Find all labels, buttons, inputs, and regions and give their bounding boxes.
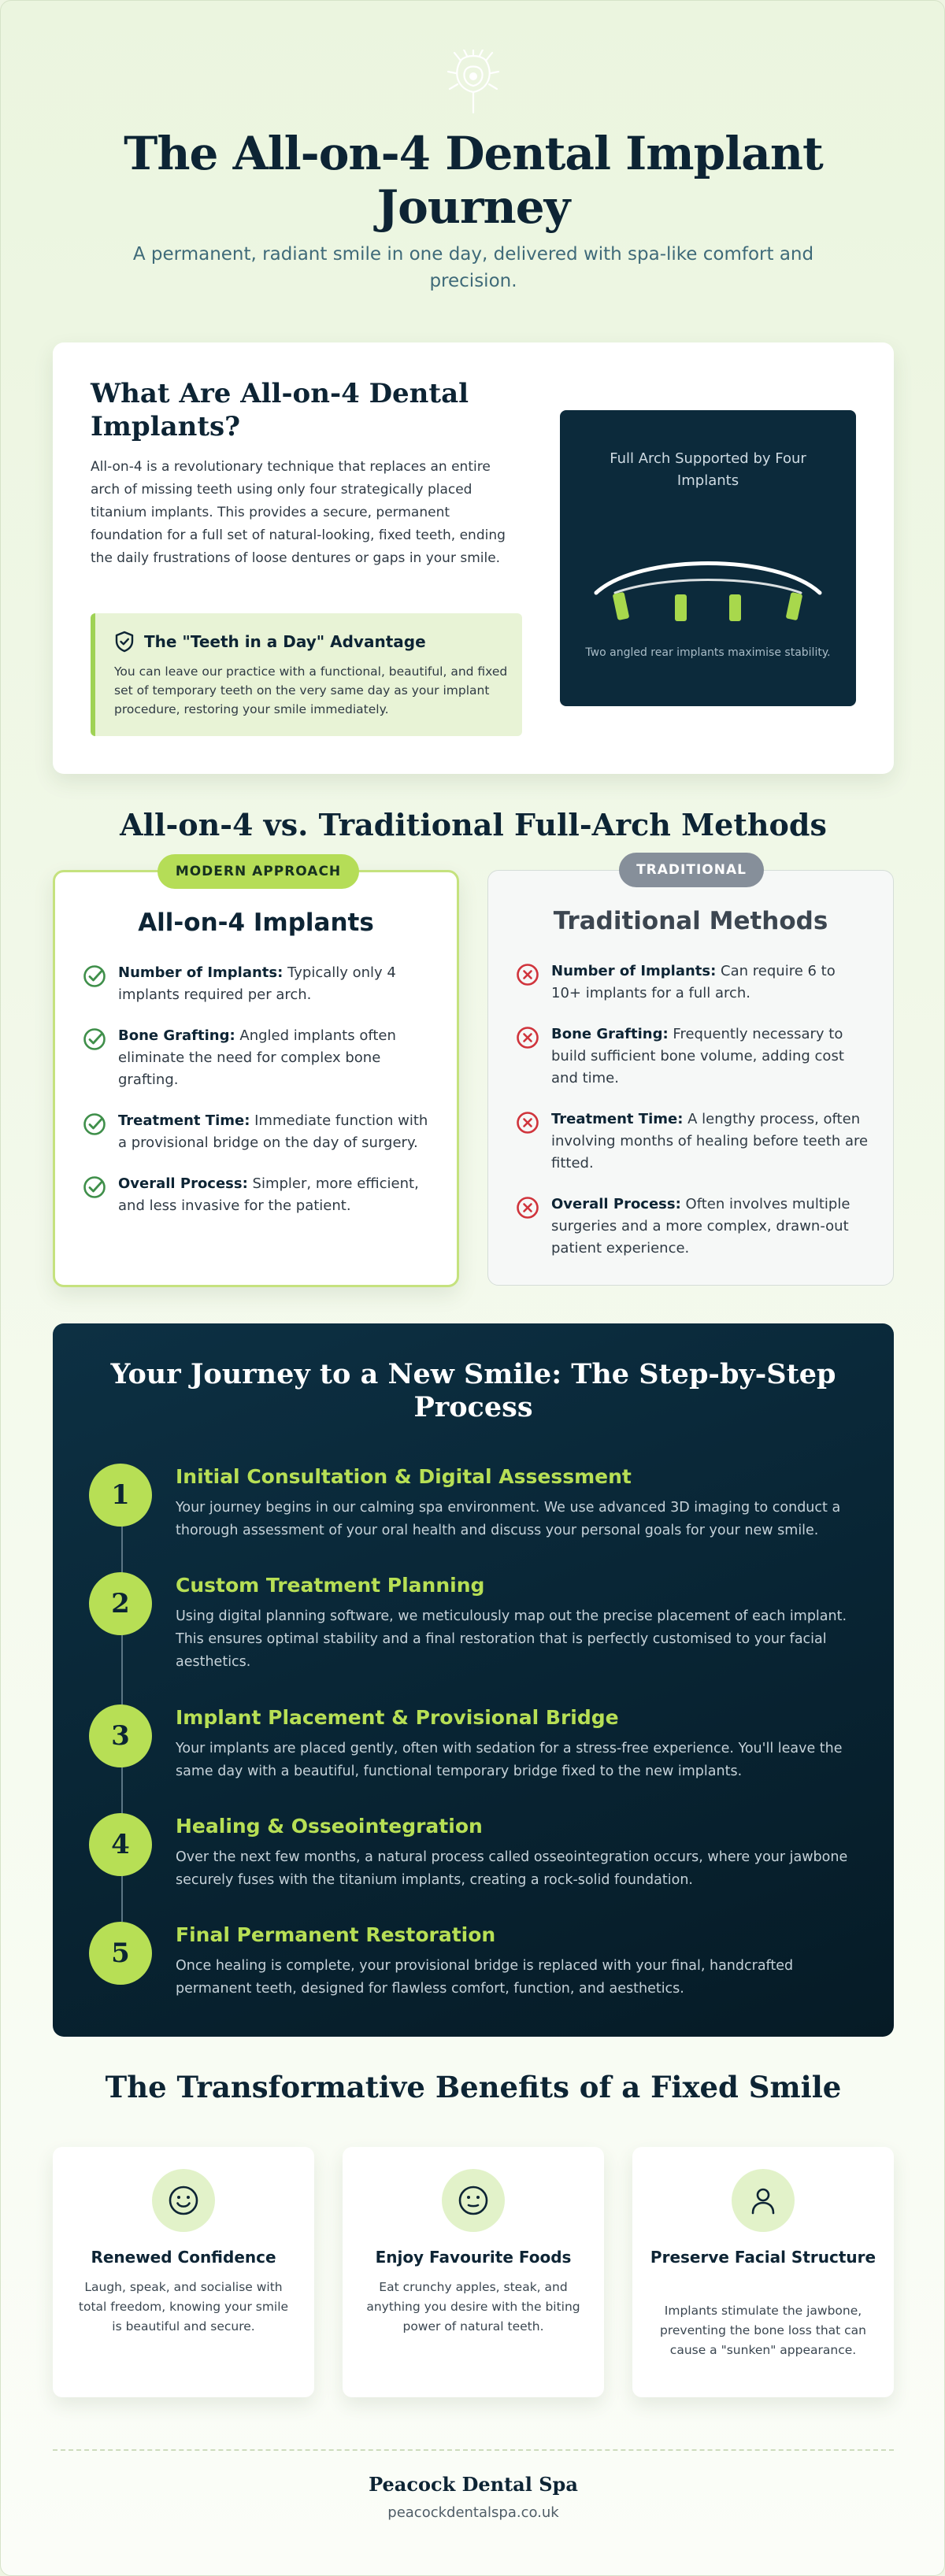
advantage-callout: The "Teeth in a Day" Advantage You can l…: [91, 613, 522, 736]
traditional-item-text: Treatment Time: A lengthy process, often…: [551, 1108, 869, 1175]
modern-item-description: Simpler, more efficient, and less invasi…: [118, 1175, 419, 1214]
x-circle-icon: [517, 1112, 539, 1134]
traditional-item-label: Treatment Time:: [551, 1111, 684, 1127]
x-circle-icon: [517, 964, 539, 986]
check-circle-icon: [83, 1028, 106, 1050]
step-number-badge: 2: [89, 1572, 152, 1635]
traditional-item-text: Overall Process: Often involves multiple…: [551, 1194, 869, 1260]
check-circle-icon: [83, 1113, 106, 1135]
intro-title: What Are All-on-4 Dental Implants?: [91, 378, 469, 442]
benefit-title: Preserve Facial Structure: [650, 2248, 876, 2267]
modern-item-description: Angled implants often eliminate the need…: [118, 1027, 396, 1088]
modern-item-label: Number of Implants:: [118, 964, 284, 981]
benefit-text: Implants stimulate the jawbone, preventi…: [659, 2304, 866, 2357]
traditional-item-description: Frequently necessary to build sufficient…: [551, 1026, 844, 1086]
modern-card-title: All-on-4 Implants: [138, 909, 374, 937]
step-title: Final Permanent Restoration: [176, 1923, 496, 1946]
step-number-badge: 3: [89, 1704, 152, 1767]
traditional-item-description: A lengthy process, often involving month…: [551, 1111, 869, 1171]
modern-item-text: Treatment Time: Immediate function with …: [118, 1110, 436, 1154]
intro-text: All-on-4 is a revolutionary technique th…: [91, 459, 506, 566]
check-circle-icon: [83, 1176, 106, 1198]
modern-item-description: Typically only 4 implants required per a…: [118, 964, 396, 1003]
traditional-item-text: Number of Implants: Can require 6 to 10+…: [551, 960, 869, 1005]
footer-practice-name: Peacock Dental Spa: [369, 2473, 578, 2496]
benefit-icon-circle: [442, 2169, 505, 2232]
meh-face-icon: [458, 2186, 488, 2215]
benefit-text: Laugh, speak, and socialise with total f…: [78, 2280, 289, 2334]
page-subtitle: A permanent, radiant smile in one day, d…: [132, 244, 814, 291]
modern-approach-badge: MODERN APPROACH: [158, 854, 359, 889]
shield-check-icon: [115, 631, 134, 653]
footer-website[interactable]: peacockdentalspa.co.uk: [387, 2504, 559, 2521]
x-circle-icon: [517, 1197, 539, 1219]
step-title: Healing & Osseointegration: [176, 1815, 483, 1838]
advantage-title: The "Teeth in a Day" Advantage: [144, 632, 426, 651]
x-circle-icon: [517, 1027, 539, 1049]
peacock-feather-icon: [447, 50, 500, 114]
benefit-icon-circle: [732, 2169, 795, 2232]
arch-implant-illustration: [594, 561, 822, 621]
advantage-text: You can leave our practice with a functi…: [114, 664, 508, 716]
step-number-badge: 4: [89, 1813, 152, 1876]
step-title: Initial Consultation & Digital Assessmen…: [176, 1465, 632, 1488]
step-title: Implant Placement & Provisional Bridge: [176, 1706, 619, 1729]
step-description: Your implants are placed gently, often w…: [176, 1741, 843, 1779]
traditional-card-title: Traditional Methods: [553, 907, 828, 935]
modern-item-label: Treatment Time:: [118, 1112, 250, 1129]
modern-item-text: Number of Implants: Typically only 4 imp…: [118, 962, 436, 1006]
benefit-title: Renewed Confidence: [91, 2248, 276, 2267]
traditional-item-label: Overall Process:: [551, 1196, 681, 1212]
step-number-badge: 5: [89, 1922, 152, 1985]
traditional-item-description: Can require 6 to 10+ implants for a full…: [551, 963, 836, 1001]
smile-icon: [169, 2186, 198, 2215]
modern-item-text: Bone Grafting: Angled implants often eli…: [118, 1025, 436, 1091]
step-description: Once healing is complete, your provision…: [176, 1958, 794, 1997]
step-number-badge: 1: [89, 1464, 152, 1527]
step-title: Custom Treatment Planning: [176, 1574, 485, 1597]
user-icon: [751, 2188, 775, 2215]
modern-item-label: Overall Process:: [118, 1175, 248, 1192]
modern-item-description: Immediate function with a provisional br…: [118, 1112, 428, 1151]
benefit-title: Enjoy Favourite Foods: [375, 2248, 572, 2267]
step-description: Your journey begins in our calming spa e…: [176, 1500, 841, 1538]
step-description: Using digital planning software, we meti…: [176, 1608, 847, 1670]
page-title: The All-on-4 Dental Implant Journey: [124, 127, 824, 234]
traditional-badge: TRADITIONAL: [619, 853, 764, 887]
arch-diagram: Full Arch Supported by Four Implants Two…: [560, 410, 856, 706]
traditional-item-description: Often involves multiple surgeries and a …: [551, 1196, 850, 1257]
modern-item-label: Bone Grafting:: [118, 1027, 235, 1044]
arch-diagram-caption: Two angled rear implants maximise stabil…: [585, 646, 831, 659]
comparison-heading: All-on-4 vs. Traditional Full-Arch Metho…: [120, 807, 827, 842]
benefit-text: Eat crunchy apples, steak, and anything …: [366, 2280, 580, 2334]
journey-section: Your Journey to a New Smile: The Step-by…: [53, 1323, 894, 2037]
traditional-item-label: Number of Implants:: [551, 963, 717, 979]
step-description: Over the next few months, a natural proc…: [176, 1849, 848, 1888]
intro-card: What Are All-on-4 Dental Implants? All-o…: [53, 342, 894, 774]
journey-title: Your Journey to a New Smile: The Step-by…: [110, 1358, 836, 1423]
footer-divider: [53, 2449, 894, 2451]
modern-approach-card: MODERN APPROACH All-on-4 Implants Number…: [53, 854, 459, 1287]
benefit-icon-circle: [152, 2169, 215, 2232]
traditional-item-label: Bone Grafting:: [551, 1026, 669, 1042]
benefits-heading: The Transformative Benefits of a Fixed S…: [105, 2070, 842, 2104]
arch-diagram-title: Full Arch Supported by Four Implants: [610, 450, 806, 489]
check-circle-icon: [83, 965, 106, 987]
traditional-card: TRADITIONAL Traditional Methods Number o…: [487, 853, 894, 1286]
traditional-item-text: Bone Grafting: Frequently necessary to b…: [551, 1023, 869, 1090]
modern-item-text: Overall Process: Simpler, more efficient…: [118, 1173, 436, 1217]
